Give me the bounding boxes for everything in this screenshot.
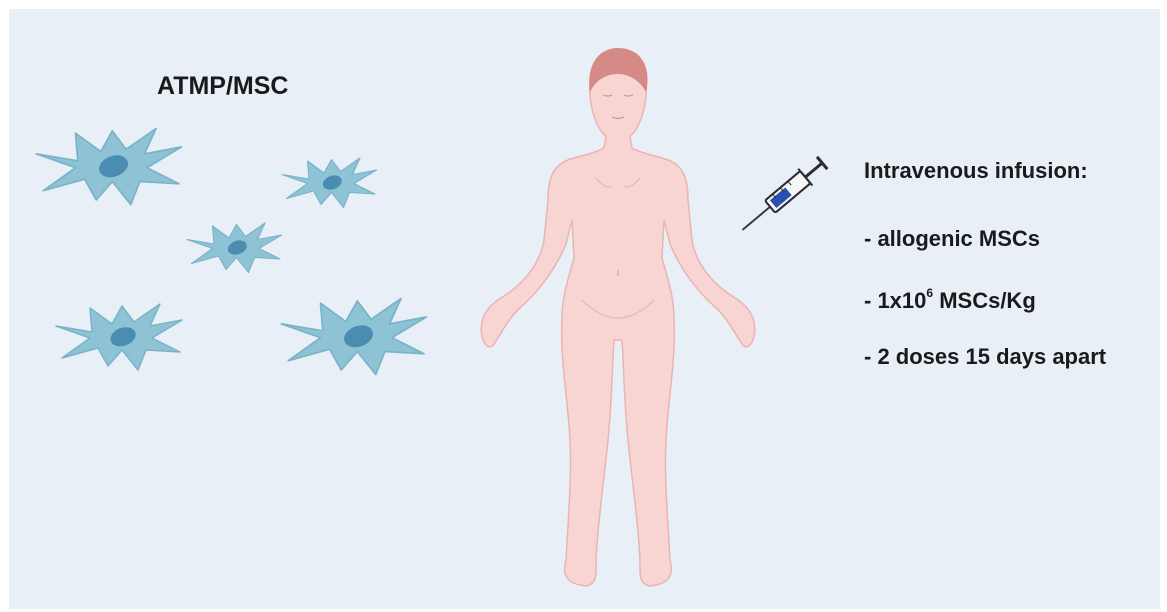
dosage-prefix: - 1x10 [864, 288, 926, 313]
dosage-exponent: 6 [926, 286, 933, 300]
syringe-icon [735, 155, 829, 239]
mesenchymal-stem-cell-icon [282, 158, 377, 208]
infusion-heading: Intravenous infusion: [864, 158, 1088, 184]
info-item-schedule: - 2 doses 15 days apart [864, 344, 1106, 370]
info-item-cell-type: - allogenic MSCs [864, 226, 1040, 252]
mesenchymal-stem-cell-icon [187, 223, 282, 273]
mesenchymal-stem-cell-icon [56, 304, 182, 370]
human-body-icon [481, 48, 755, 586]
info-item-dosage: - 1x106 MSCs/Kg [864, 288, 1036, 314]
dosage-suffix: MSCs/Kg [933, 288, 1036, 313]
figure-title: ATMP/MSC [157, 72, 288, 101]
mesenchymal-stem-cell-icon [281, 299, 426, 375]
mesenchymal-stem-cell-icon [36, 129, 181, 205]
